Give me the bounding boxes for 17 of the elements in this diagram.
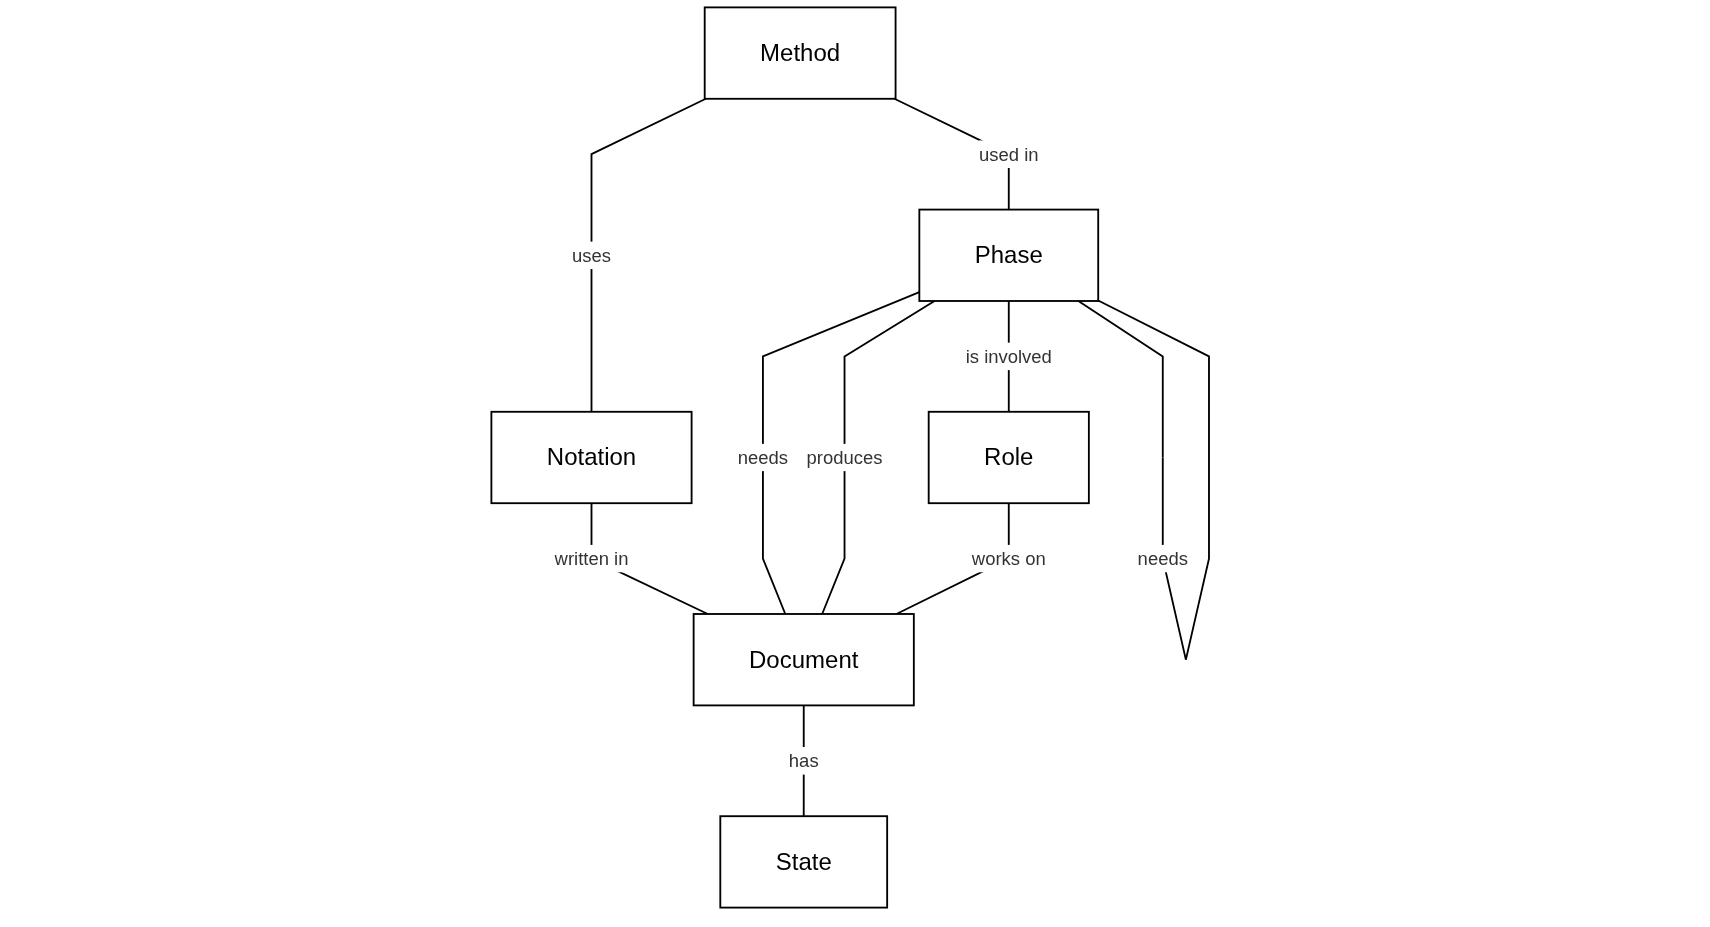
connector (821, 300, 936, 615)
node-box: Phase (918, 208, 1099, 302)
edge-label: written in (554, 548, 629, 569)
node-box: Method (703, 6, 897, 100)
node-box: Role (927, 410, 1090, 505)
edge-label: has (788, 750, 819, 771)
node-box: Notation (490, 410, 693, 505)
edge-label: is involved (965, 346, 1052, 367)
edge-label: needs (1137, 548, 1188, 569)
connector (590, 97, 707, 413)
node-box: State (719, 815, 888, 909)
node-box: Document (692, 613, 915, 707)
edge-label: works on (971, 548, 1046, 569)
edge-label: used in (978, 144, 1039, 165)
edge-label: uses (571, 245, 611, 266)
edge-label: produces (806, 447, 883, 468)
edge-label: needs (737, 447, 788, 468)
